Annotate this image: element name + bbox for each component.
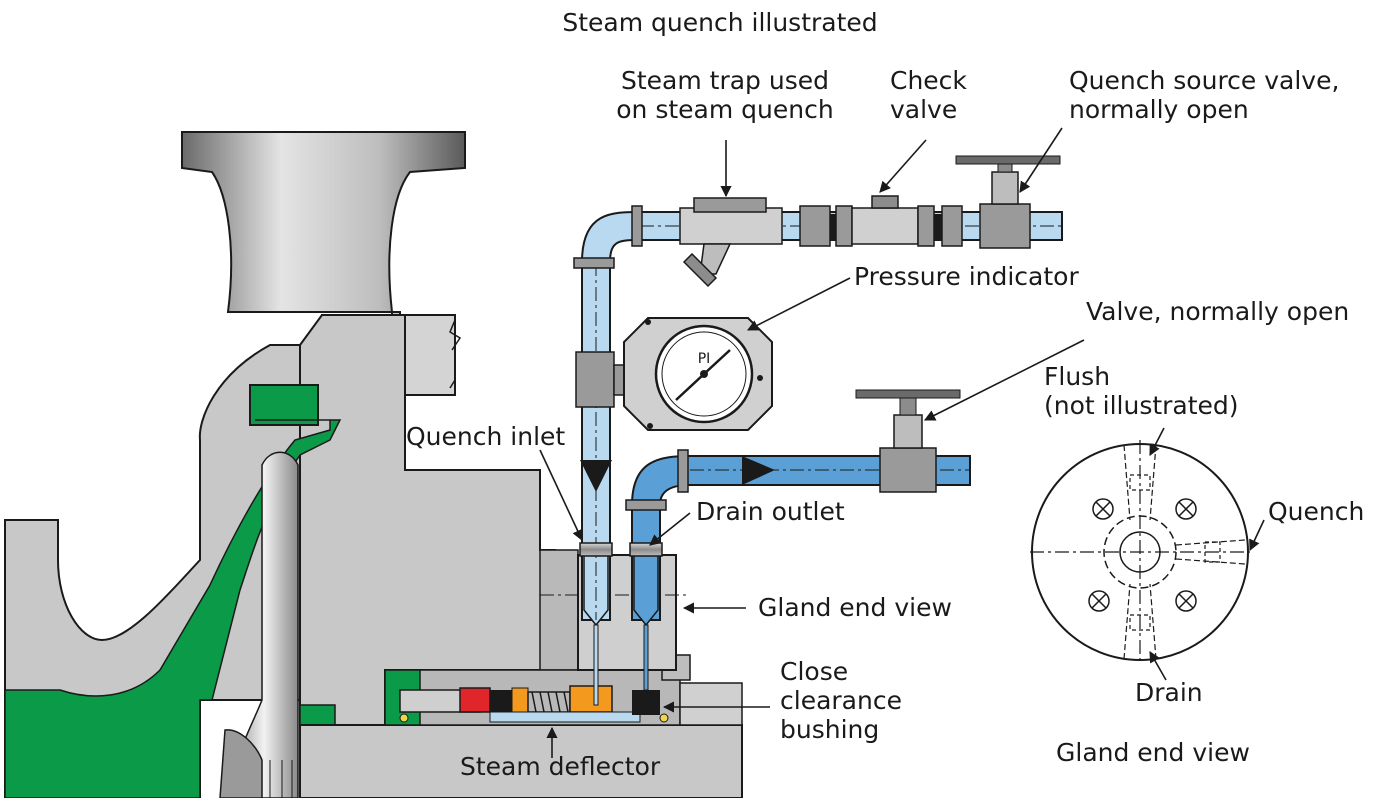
label-drain-outlet: Drain outlet	[696, 497, 845, 526]
drain-outlet-pipe	[625, 389, 971, 691]
gland-end-view-schematic	[1030, 440, 1250, 664]
leader-lines	[539, 127, 1265, 758]
diagram-title: Steam quench illustrated	[562, 8, 878, 37]
label-steam-deflector: Steam deflector	[460, 752, 661, 781]
label-quench: Quench	[1268, 497, 1365, 526]
label-gland-end-view-arrow: Gland end view	[758, 593, 952, 622]
label-pressure-indicator: Pressure indicator	[854, 262, 1079, 291]
label-quench-source-valve: Quench source valve, normally open	[1069, 66, 1340, 124]
label-gland-end-view-caption: Gland end view	[1056, 738, 1250, 767]
pi-gauge-label: PI	[698, 351, 711, 367]
seal-housing	[299, 654, 743, 798]
label-check-valve: Check valve	[890, 66, 967, 124]
label-steam-trap: Steam trap used on steam quench	[616, 66, 834, 124]
label-quench-inlet: Quench inlet	[406, 422, 566, 451]
label-valve-normally-open: Valve, normally open	[1086, 297, 1350, 326]
label-flush: Flush (not illustrated)	[1044, 362, 1239, 420]
shaft	[219, 451, 306, 798]
pump-casing	[4, 131, 579, 798]
label-drain: Drain	[1135, 678, 1203, 707]
pressure-gauge: PI	[623, 317, 773, 431]
steam-supply-line	[631, 155, 1063, 288]
label-close-clearance-bushing: Close clearance bushing	[780, 657, 902, 744]
